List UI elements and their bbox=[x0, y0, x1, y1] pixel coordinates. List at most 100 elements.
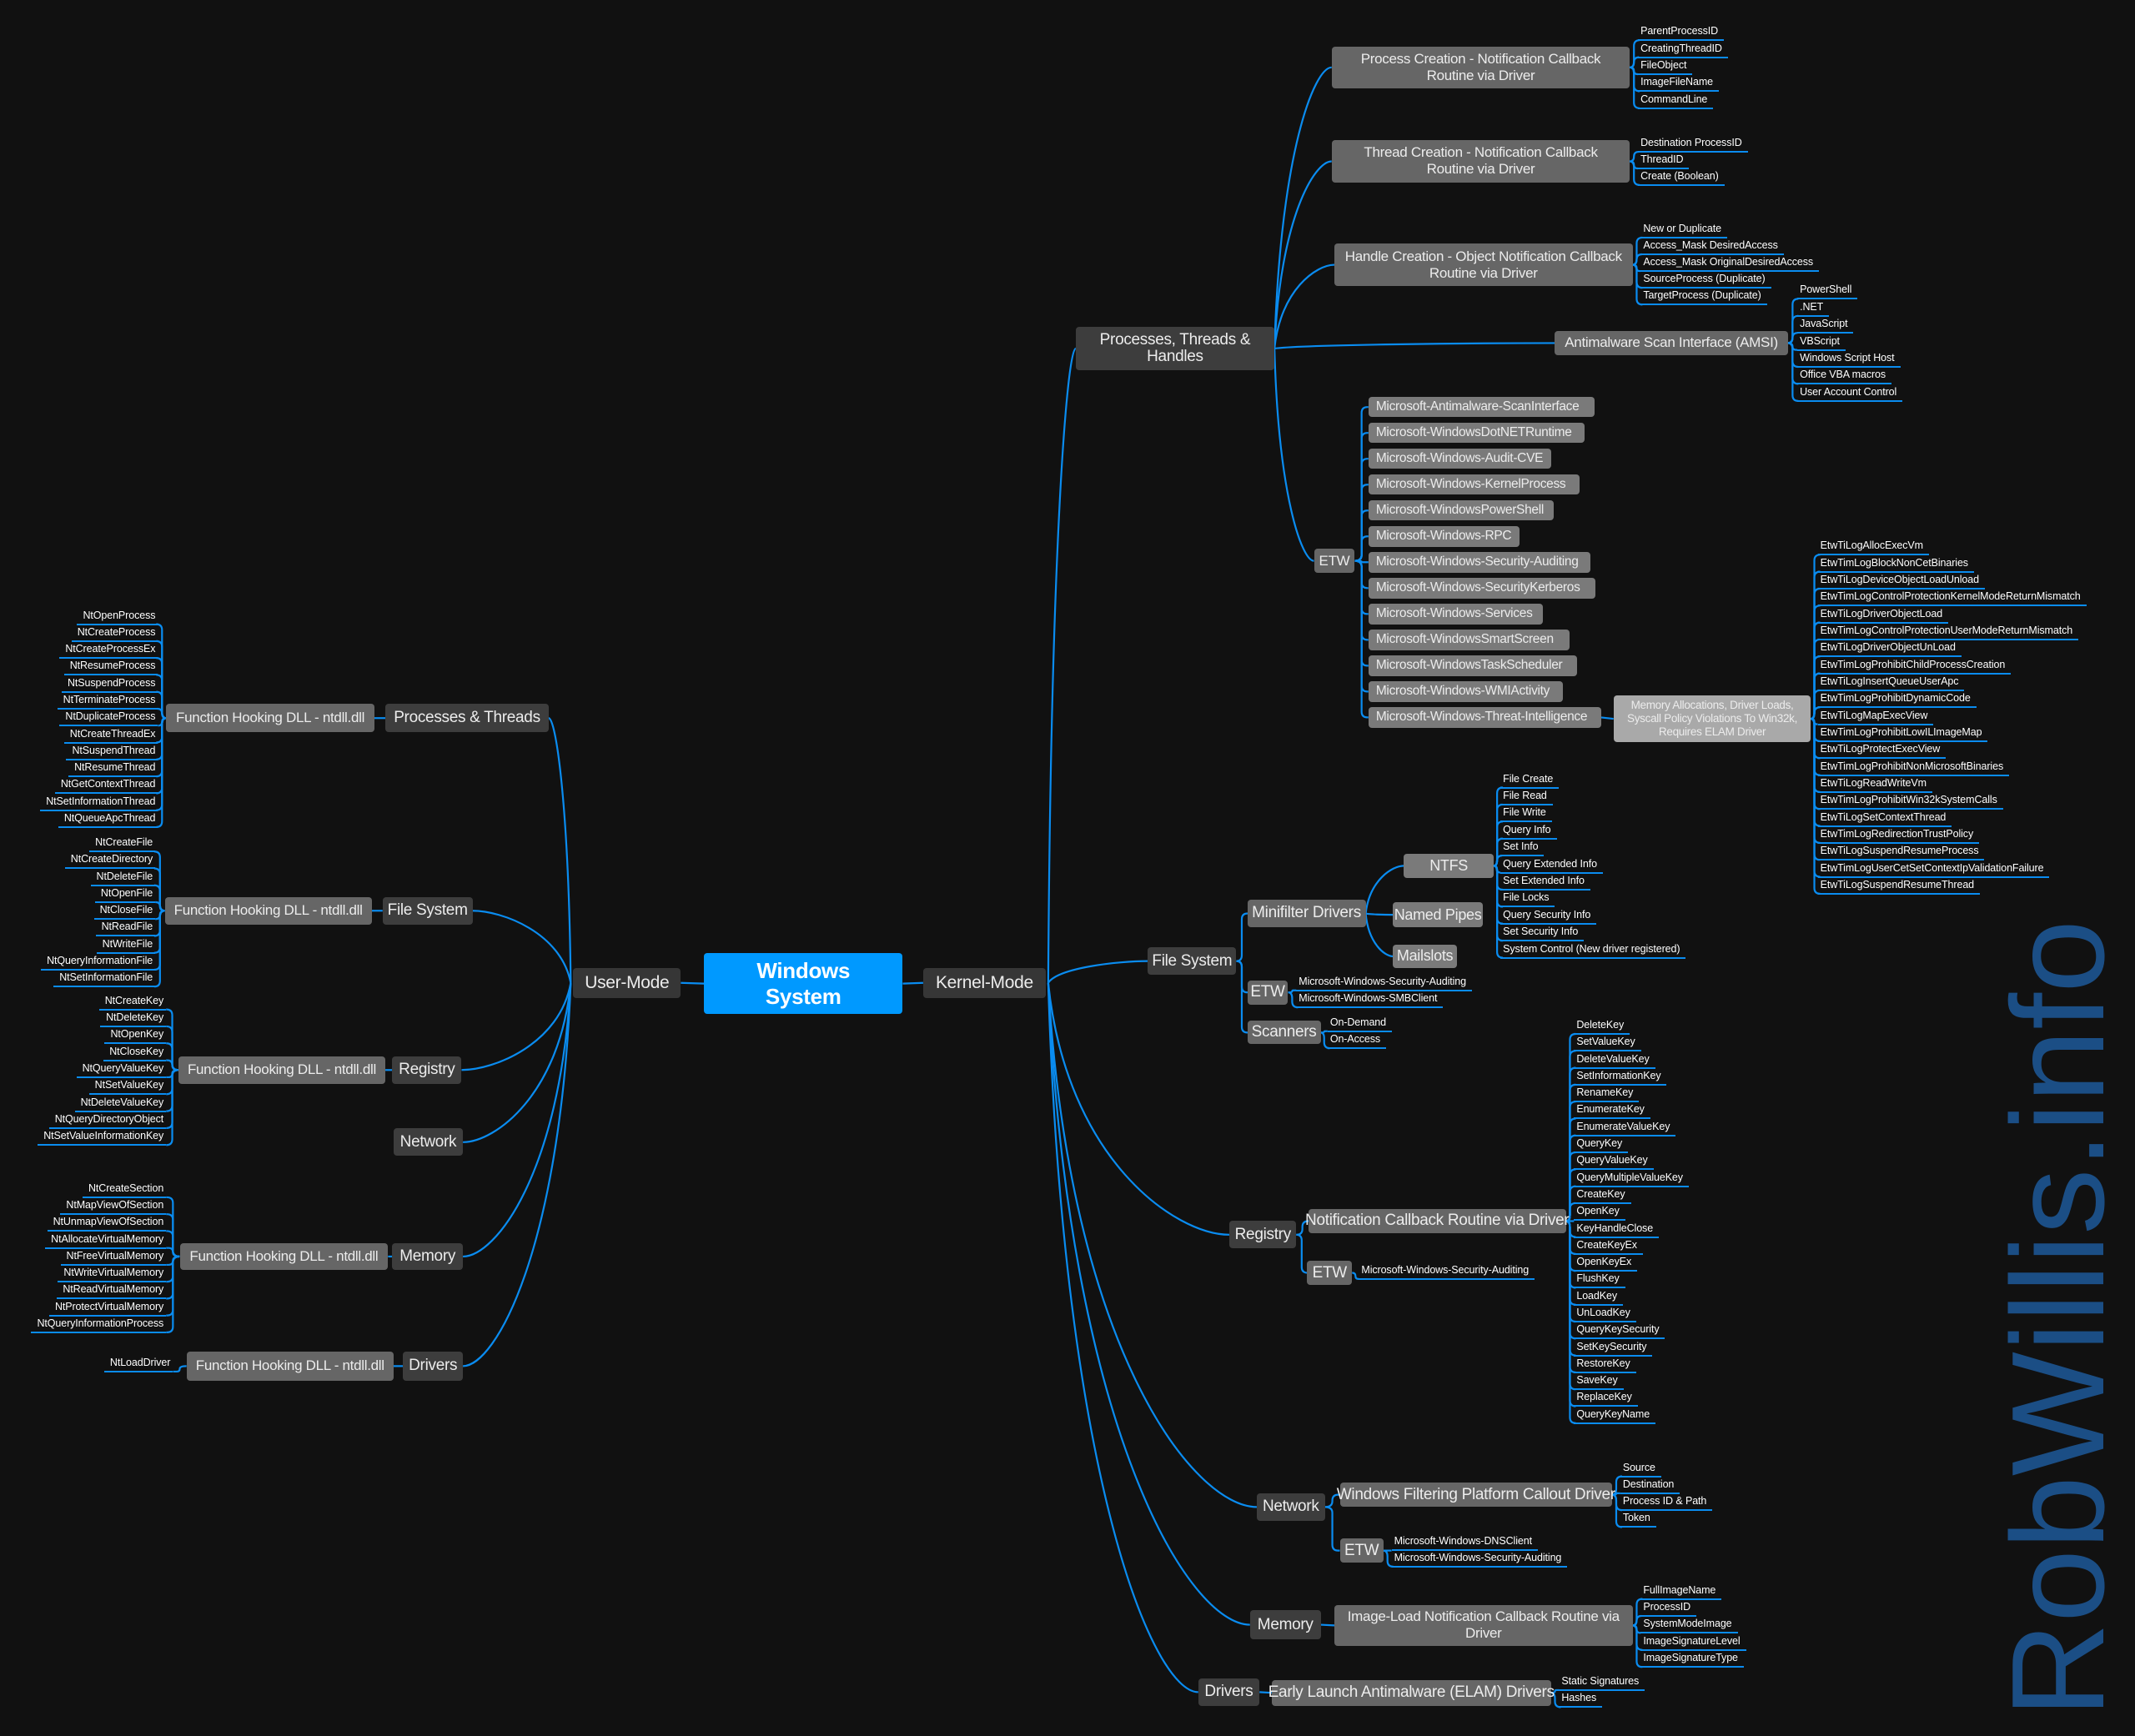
leaf-item[interactable]: NtWriteVirtualMemory bbox=[58, 1266, 167, 1283]
leaf-item[interactable]: NtQueryValueKey bbox=[76, 1061, 167, 1078]
leaf-item[interactable]: EtwTimLogProhibitChildProcessCreation bbox=[1817, 658, 2012, 675]
leaf-item[interactable]: Static Signatures bbox=[1559, 1674, 1645, 1691]
kernel-branch-registry[interactable]: Registry bbox=[1229, 1221, 1297, 1249]
leaf-item[interactable]: RenameKey bbox=[1574, 1086, 1640, 1103]
leaf-item[interactable]: EtwTiLogAllocExecVm bbox=[1817, 539, 1929, 556]
leaf-item[interactable]: NtReadFile bbox=[95, 920, 156, 937]
leaf-item[interactable]: Microsoft-Windows-Security-Auditing bbox=[1359, 1263, 1535, 1280]
leaf-item[interactable]: ImageSignatureLevel bbox=[1640, 1634, 1746, 1651]
leaf-item[interactable]: Query Security Info bbox=[1500, 908, 1597, 925]
leaf-item[interactable]: KeyHandleClose bbox=[1574, 1222, 1660, 1238]
user-branch-file-system[interactable]: File System bbox=[382, 896, 473, 925]
elam-drivers-node[interactable]: Early Launch Antimalware (ELAM) Drivers bbox=[1268, 1679, 1555, 1706]
leaf-item[interactable]: NtUnmapViewOfSection bbox=[47, 1215, 167, 1232]
leaf-item[interactable]: NtAllocateVirtualMemory bbox=[45, 1232, 167, 1249]
leaf-item[interactable]: QueryMultipleValueKey bbox=[1574, 1171, 1689, 1187]
leaf-item[interactable]: EtwTiLogReadWriteVm bbox=[1817, 776, 1932, 793]
leaf-item[interactable]: NtCreateThreadEx bbox=[63, 727, 158, 744]
mailslots-node[interactable]: Mailslots bbox=[1393, 945, 1457, 968]
leaf-item[interactable]: EtwTimLogProhibitDynamicCode bbox=[1817, 691, 1977, 709]
leaf-item[interactable]: SystemModeImage bbox=[1640, 1617, 1738, 1634]
root-node-windows-system[interactable]: Windows System bbox=[704, 952, 903, 1015]
etw-node[interactable]: ETW bbox=[1314, 548, 1355, 574]
leaf-item[interactable]: SetKeySecurity bbox=[1574, 1340, 1653, 1357]
kernel-branch-processes-threads-handles[interactable]: Processes, Threads & Handles bbox=[1075, 326, 1275, 371]
leaf-item[interactable]: Access_Mask DesiredAccess bbox=[1640, 238, 1784, 255]
leaf-item[interactable]: RestoreKey bbox=[1574, 1357, 1636, 1373]
leaf-item[interactable]: NtSuspendProcess bbox=[61, 676, 158, 693]
leaf-item[interactable]: Office VBA macros bbox=[1797, 368, 1892, 385]
etw-node[interactable]: ETW bbox=[1307, 1260, 1353, 1286]
leaf-item[interactable]: EtwTiLogDeviceObjectLoadUnload bbox=[1817, 573, 1985, 590]
leaf-item[interactable]: NtTerminateProcess bbox=[57, 693, 158, 710]
leaf-item[interactable]: OpenKeyEx bbox=[1574, 1255, 1638, 1272]
leaf-item[interactable]: NtLoadDriver bbox=[103, 1356, 173, 1372]
leaf-item[interactable]: NtDeleteFile bbox=[90, 870, 156, 886]
leaf-item[interactable]: EtwTimLogControlProtectionUserModeReturn… bbox=[1817, 624, 2079, 640]
leaf-item[interactable]: NtWriteFile bbox=[96, 937, 156, 954]
leaf-item[interactable]: Microsoft-Windows-DNSClient bbox=[1391, 1534, 1538, 1551]
leaf-item[interactable]: NtResumeProcess bbox=[63, 659, 158, 676]
user-branch-registry[interactable]: Registry bbox=[392, 1056, 462, 1084]
leaf-item[interactable]: EnumerateKey bbox=[1574, 1102, 1650, 1120]
etw-provider-node[interactable]: Microsoft-WindowsPowerShell bbox=[1368, 500, 1554, 521]
leaf-item[interactable]: NtCreateProcessEx bbox=[59, 642, 158, 660]
leaf-item[interactable]: User Account Control bbox=[1797, 385, 1903, 402]
leaf-item[interactable]: NtOpenProcess bbox=[77, 609, 158, 625]
leaf-item[interactable]: EtwTimLogBlockNonCetBinaries bbox=[1817, 556, 1974, 573]
etw-provider-node[interactable]: Microsoft-Antimalware-ScanInterface bbox=[1368, 396, 1595, 418]
leaf-item[interactable]: Destination bbox=[1620, 1478, 1680, 1494]
etw-provider-node[interactable]: Microsoft-Windows-WMIActivity bbox=[1368, 681, 1564, 702]
leaf-item[interactable]: NtCreateSection bbox=[82, 1182, 167, 1198]
leaf-item[interactable]: CreatingThreadID bbox=[1638, 42, 1728, 58]
leaf-item[interactable]: EtwTimLogProhibitWin32kSystemCalls bbox=[1817, 793, 2003, 810]
leaf-item[interactable]: NtMapViewOfSection bbox=[60, 1198, 167, 1216]
leaf-item[interactable]: Process ID & Path bbox=[1620, 1494, 1713, 1512]
function-hooking-dll-node[interactable]: Function Hooking DLL - ntdll.dll bbox=[164, 896, 372, 925]
etw-provider-node[interactable]: Microsoft-Windows-Security-Auditing bbox=[1368, 552, 1590, 573]
leaf-item[interactable]: Windows Script Host bbox=[1797, 351, 1901, 369]
etw-provider-node[interactable]: Microsoft-WindowsSmartScreen bbox=[1368, 630, 1570, 650]
leaf-item[interactable]: NtSetInformationThread bbox=[40, 795, 158, 811]
leaf-item[interactable]: CreateKey bbox=[1574, 1187, 1631, 1204]
kernel-branch-drivers[interactable]: Drivers bbox=[1198, 1678, 1260, 1706]
leaf-item[interactable]: JavaScript bbox=[1797, 317, 1854, 334]
thread-creation-callback-node[interactable]: Thread Creation - Notification Callback … bbox=[1331, 140, 1630, 183]
leaf-item[interactable]: QueryKeySecurity bbox=[1574, 1322, 1665, 1340]
leaf-item[interactable]: Set Extended Info bbox=[1500, 874, 1590, 891]
etw-provider-node[interactable]: Microsoft-Windows-SecurityKerberos bbox=[1368, 578, 1596, 599]
leaf-item[interactable]: .NET bbox=[1797, 300, 1830, 317]
kernel-branch-network[interactable]: Network bbox=[1256, 1493, 1325, 1521]
leaf-item[interactable]: EtwTiLogSuspendResumeProcess bbox=[1817, 844, 1985, 861]
leaf-item[interactable]: EtwTimLogProhibitLowILImageMap bbox=[1817, 725, 1988, 742]
named-pipes-node[interactable]: Named Pipes bbox=[1393, 902, 1483, 927]
scanners-node[interactable]: Scanners bbox=[1247, 1021, 1321, 1045]
user-branch-processes-threads[interactable]: Processes & Threads bbox=[385, 704, 549, 733]
leaf-item[interactable]: CreateKeyEx bbox=[1574, 1238, 1643, 1255]
leaf-item[interactable]: NtQueryInformationProcess bbox=[31, 1317, 167, 1333]
leaf-item[interactable]: PowerShell bbox=[1797, 283, 1858, 300]
leaf-item[interactable]: NtOpenFile bbox=[94, 886, 156, 903]
ntfs-node[interactable]: NTFS bbox=[1404, 853, 1494, 879]
leaf-item[interactable]: VBScript bbox=[1797, 334, 1846, 351]
leaf-item[interactable]: EtwTiLogMapExecView bbox=[1817, 709, 1934, 725]
leaf-item[interactable]: Hashes bbox=[1559, 1691, 1603, 1708]
leaf-item[interactable]: ProcessID bbox=[1640, 1600, 1697, 1617]
leaf-item[interactable]: SaveKey bbox=[1574, 1373, 1624, 1391]
leaf-item[interactable]: NtFreeVirtualMemory bbox=[60, 1249, 167, 1266]
leaf-item[interactable]: NtOpenKey bbox=[104, 1027, 167, 1045]
user-mode-node[interactable]: User-Mode bbox=[573, 967, 681, 998]
leaf-item[interactable]: TargetProcess (Duplicate) bbox=[1640, 288, 1767, 306]
leaf-item[interactable]: EnumerateValueKey bbox=[1574, 1120, 1676, 1136]
etw-provider-node[interactable]: Microsoft-WindowsDotNETRuntime bbox=[1368, 422, 1585, 444]
leaf-item[interactable]: File Write bbox=[1500, 805, 1552, 823]
leaf-item[interactable]: QueryKeyName bbox=[1574, 1407, 1656, 1424]
leaf-item[interactable]: CommandLine bbox=[1638, 93, 1714, 109]
leaf-item[interactable]: EtwTiLogDriverObjectUnLoad bbox=[1817, 640, 1962, 658]
etw-node[interactable]: ETW bbox=[1339, 1538, 1384, 1563]
leaf-item[interactable]: NtDeleteKey bbox=[100, 1011, 167, 1027]
image-load-callback-node[interactable]: Image-Load Notification Callback Routine… bbox=[1334, 1604, 1633, 1646]
leaf-item[interactable]: NtResumeThread bbox=[68, 760, 158, 778]
leaf-item[interactable]: File Read bbox=[1500, 789, 1553, 805]
leaf-item[interactable]: New or Duplicate bbox=[1640, 222, 1727, 238]
